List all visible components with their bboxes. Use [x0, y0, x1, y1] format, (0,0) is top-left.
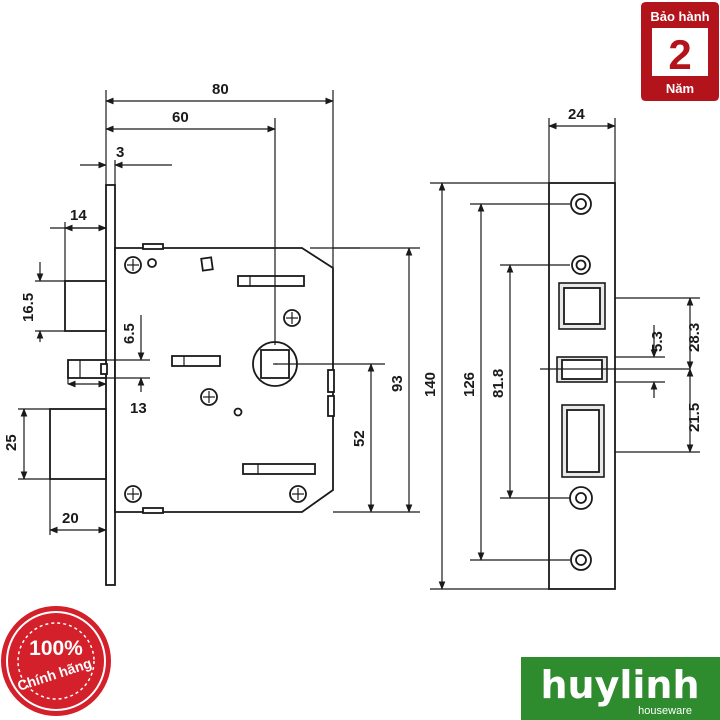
dim-140: 140 — [422, 372, 439, 397]
warranty-top-text: Bảo hành — [650, 9, 709, 24]
dim-14: 14 — [70, 207, 87, 224]
dim-20: 20 — [62, 510, 79, 527]
dim-3: 3 — [116, 144, 124, 161]
screw-upper-right — [283, 309, 301, 327]
warranty-number: 2 — [668, 31, 691, 78]
faceplate-front-view — [548, 182, 616, 590]
dim-28-3: 28.3 — [686, 323, 703, 352]
dim-6-5: 6.5 — [121, 323, 138, 344]
dim-81-8: 81.8 — [490, 369, 507, 398]
dim-93: 93 — [389, 375, 406, 392]
screw-bottom-left — [124, 485, 142, 503]
right-dimensions — [430, 118, 700, 590]
dim-24: 24 — [568, 106, 585, 123]
lock-body-side-view — [49, 184, 335, 586]
dim-21-5: 21.5 — [686, 403, 703, 432]
dim-60: 60 — [172, 109, 189, 126]
front-plate — [548, 182, 616, 590]
dim-52: 52 — [351, 430, 368, 447]
left-dimensions — [18, 90, 420, 585]
dim-16-5: 16.5 — [20, 293, 37, 322]
warranty-bottom-text: Năm — [666, 81, 694, 96]
screw-middle — [200, 388, 218, 406]
screw-bottom-right — [289, 485, 307, 503]
dim-126: 126 — [461, 372, 478, 397]
brand-logo: huylinh houseware — [521, 657, 720, 720]
dead-bolt — [49, 408, 107, 480]
dim-5-3: 5.3 — [649, 331, 666, 352]
dim-80: 80 — [212, 81, 229, 98]
dim-25: 25 — [3, 434, 20, 451]
latch-bolt — [64, 280, 107, 332]
faceplate — [105, 184, 116, 586]
screw-top-left — [124, 256, 157, 274]
genuine-percent: 100% — [29, 637, 83, 660]
brand-sub: houseware — [638, 705, 692, 717]
lock-case — [114, 247, 334, 513]
genuine-badge: 100% Chính hãng — [1, 606, 111, 716]
warranty-badge: Bảo hành 2 Năm — [641, 2, 719, 101]
brand-name: huylinh — [540, 663, 699, 707]
dim-13: 13 — [130, 400, 147, 417]
